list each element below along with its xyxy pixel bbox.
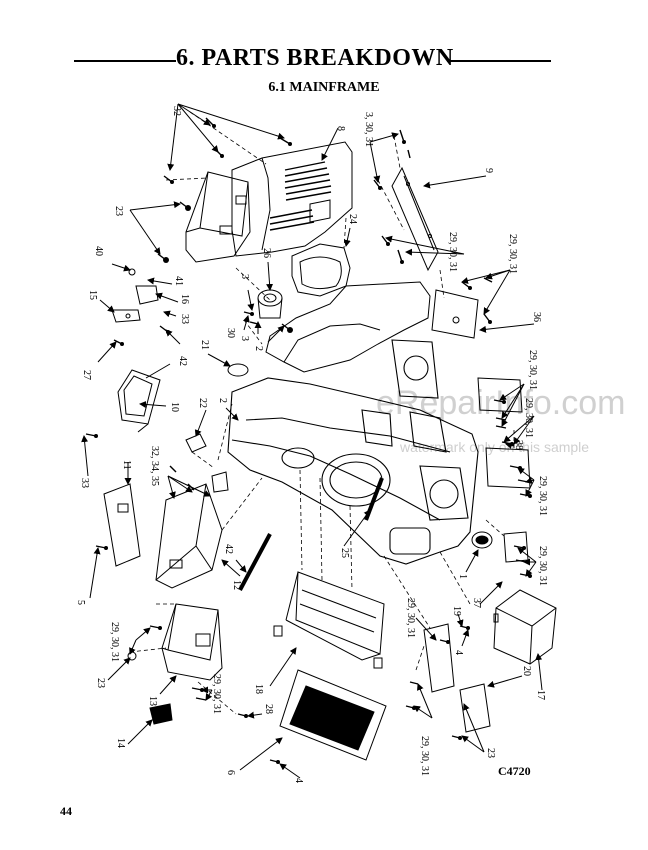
section-title: 6. PARTS BREAKDOWN (176, 45, 454, 71)
callout-23-left: 23 (95, 678, 106, 688)
callout-10: 10 (169, 402, 180, 412)
callout-23-right: 23 (485, 748, 496, 758)
callout-6: 6 (225, 770, 236, 775)
callout-20: 20 (521, 666, 532, 676)
callout-28: 28 (263, 704, 274, 714)
callout-3-mid: 3 (239, 274, 250, 279)
callout-40: 40 (93, 246, 104, 256)
callout-2-lower: 2 (217, 398, 228, 403)
part-filler-neck (257, 289, 283, 319)
drawing-code: C4720 (498, 764, 531, 778)
part-cover-plate (103, 483, 141, 567)
callout-22: 22 (197, 398, 208, 408)
callout-1: 1 (457, 574, 468, 579)
callout-21: 21 (199, 340, 210, 350)
part-mounting-plates (423, 623, 491, 733)
callout-38: 38 (513, 440, 524, 450)
part-side-shroud (185, 171, 251, 263)
bolts (85, 117, 531, 763)
callout-19: 19 (451, 606, 462, 616)
part-radiator (273, 571, 385, 669)
part-drawings (85, 111, 557, 764)
part-clip (149, 703, 173, 725)
callout-29-30-31-bottom-right: 29, 30, 31 (419, 736, 430, 776)
callout-8: 8 (335, 126, 346, 131)
callout-9: 9 (483, 168, 494, 173)
callout-5: 5 (75, 600, 86, 605)
callout-13: 13 (147, 696, 158, 706)
callout-42-upper: 42 (177, 356, 188, 366)
title-rule-left (74, 60, 176, 62)
watermark: eRepairInfo.com (376, 384, 626, 422)
callout-29-30-31-right3: 29, 30, 31 (537, 476, 548, 516)
part-rear-cover (231, 141, 353, 257)
callout-29-30-31-mid: 29, 30, 31 (405, 598, 416, 638)
alignment-lines (129, 111, 515, 715)
callout-11: 11 (121, 460, 132, 470)
callout-24: 24 (347, 214, 358, 224)
callout-29-30-31-top2: 29, 30, 31 (507, 234, 518, 274)
callout-27: 27 (81, 370, 92, 380)
callout-3-lower: 3 (239, 336, 250, 341)
callout-42-lower: 42 (223, 544, 234, 554)
callout-36: 36 (531, 312, 542, 322)
callout-labels: 32 8 3, 30, 31 9 23 24 40 41 16 26 3 29,… (75, 106, 548, 783)
part-side-panel (391, 166, 439, 272)
bolt-heads (94, 124, 532, 764)
part-side-plates (477, 377, 531, 563)
callout-29-30-31-right4: 29, 30, 31 (537, 546, 548, 586)
callout-16: 16 (179, 294, 190, 304)
part-rear-plate (431, 289, 479, 339)
part-main-frame (227, 339, 479, 565)
title-rule-right (447, 60, 551, 62)
callout-14: 14 (115, 738, 126, 748)
callout-18: 18 (253, 684, 264, 694)
callout-4-bottom: 4 (293, 778, 304, 783)
subsection-title: 6.1 MAINFRAME (268, 80, 380, 95)
callout-33-lower: 33 (79, 478, 90, 488)
part-hinge-brackets (111, 268, 159, 323)
callout-15: 15 (87, 290, 98, 300)
callout-41: 41 (173, 276, 184, 286)
callout-4-mid: 4 (453, 650, 464, 655)
part-rod (238, 533, 272, 591)
callout-25: 25 (339, 548, 350, 558)
callout-37: 37 (471, 598, 482, 608)
callout-29-30-31-right2: 29, 30, 31 (523, 398, 534, 438)
part-fittings (185, 363, 249, 493)
callout-29-30-31-bottom: 29, 30, 31 (211, 674, 222, 714)
callout-2-upper: 2 (253, 346, 264, 351)
leader-arrows (81, 103, 543, 779)
callout-17: 17 (535, 690, 546, 700)
part-grommet (471, 531, 493, 549)
part-box-bracket (155, 483, 223, 589)
part-lower-shroud (161, 603, 223, 681)
part-console-seat (265, 243, 431, 373)
callout-3-30-31-top: 3, 30, 31 (363, 112, 374, 147)
callout-30: 30 (225, 328, 236, 338)
callout-32-34-35: 32, 34, 35 (149, 446, 160, 486)
page-number: 44 (60, 804, 72, 818)
callout-26: 26 (261, 248, 272, 258)
callout-29-30-31-left: 29, 30, 31 (109, 622, 120, 662)
callout-23-upper: 23 (113, 206, 124, 216)
callout-12: 12 (231, 580, 242, 590)
callout-33-upper: 33 (179, 314, 190, 324)
part-floor-panel (279, 669, 387, 761)
callout-29-30-31-right1: 29, 30, 31 (527, 350, 538, 390)
callout-29-30-31-top: 29, 30, 31 (447, 232, 458, 272)
part-battery (493, 589, 557, 665)
callout-32: 32 (171, 106, 182, 116)
part-mirror (117, 363, 171, 433)
